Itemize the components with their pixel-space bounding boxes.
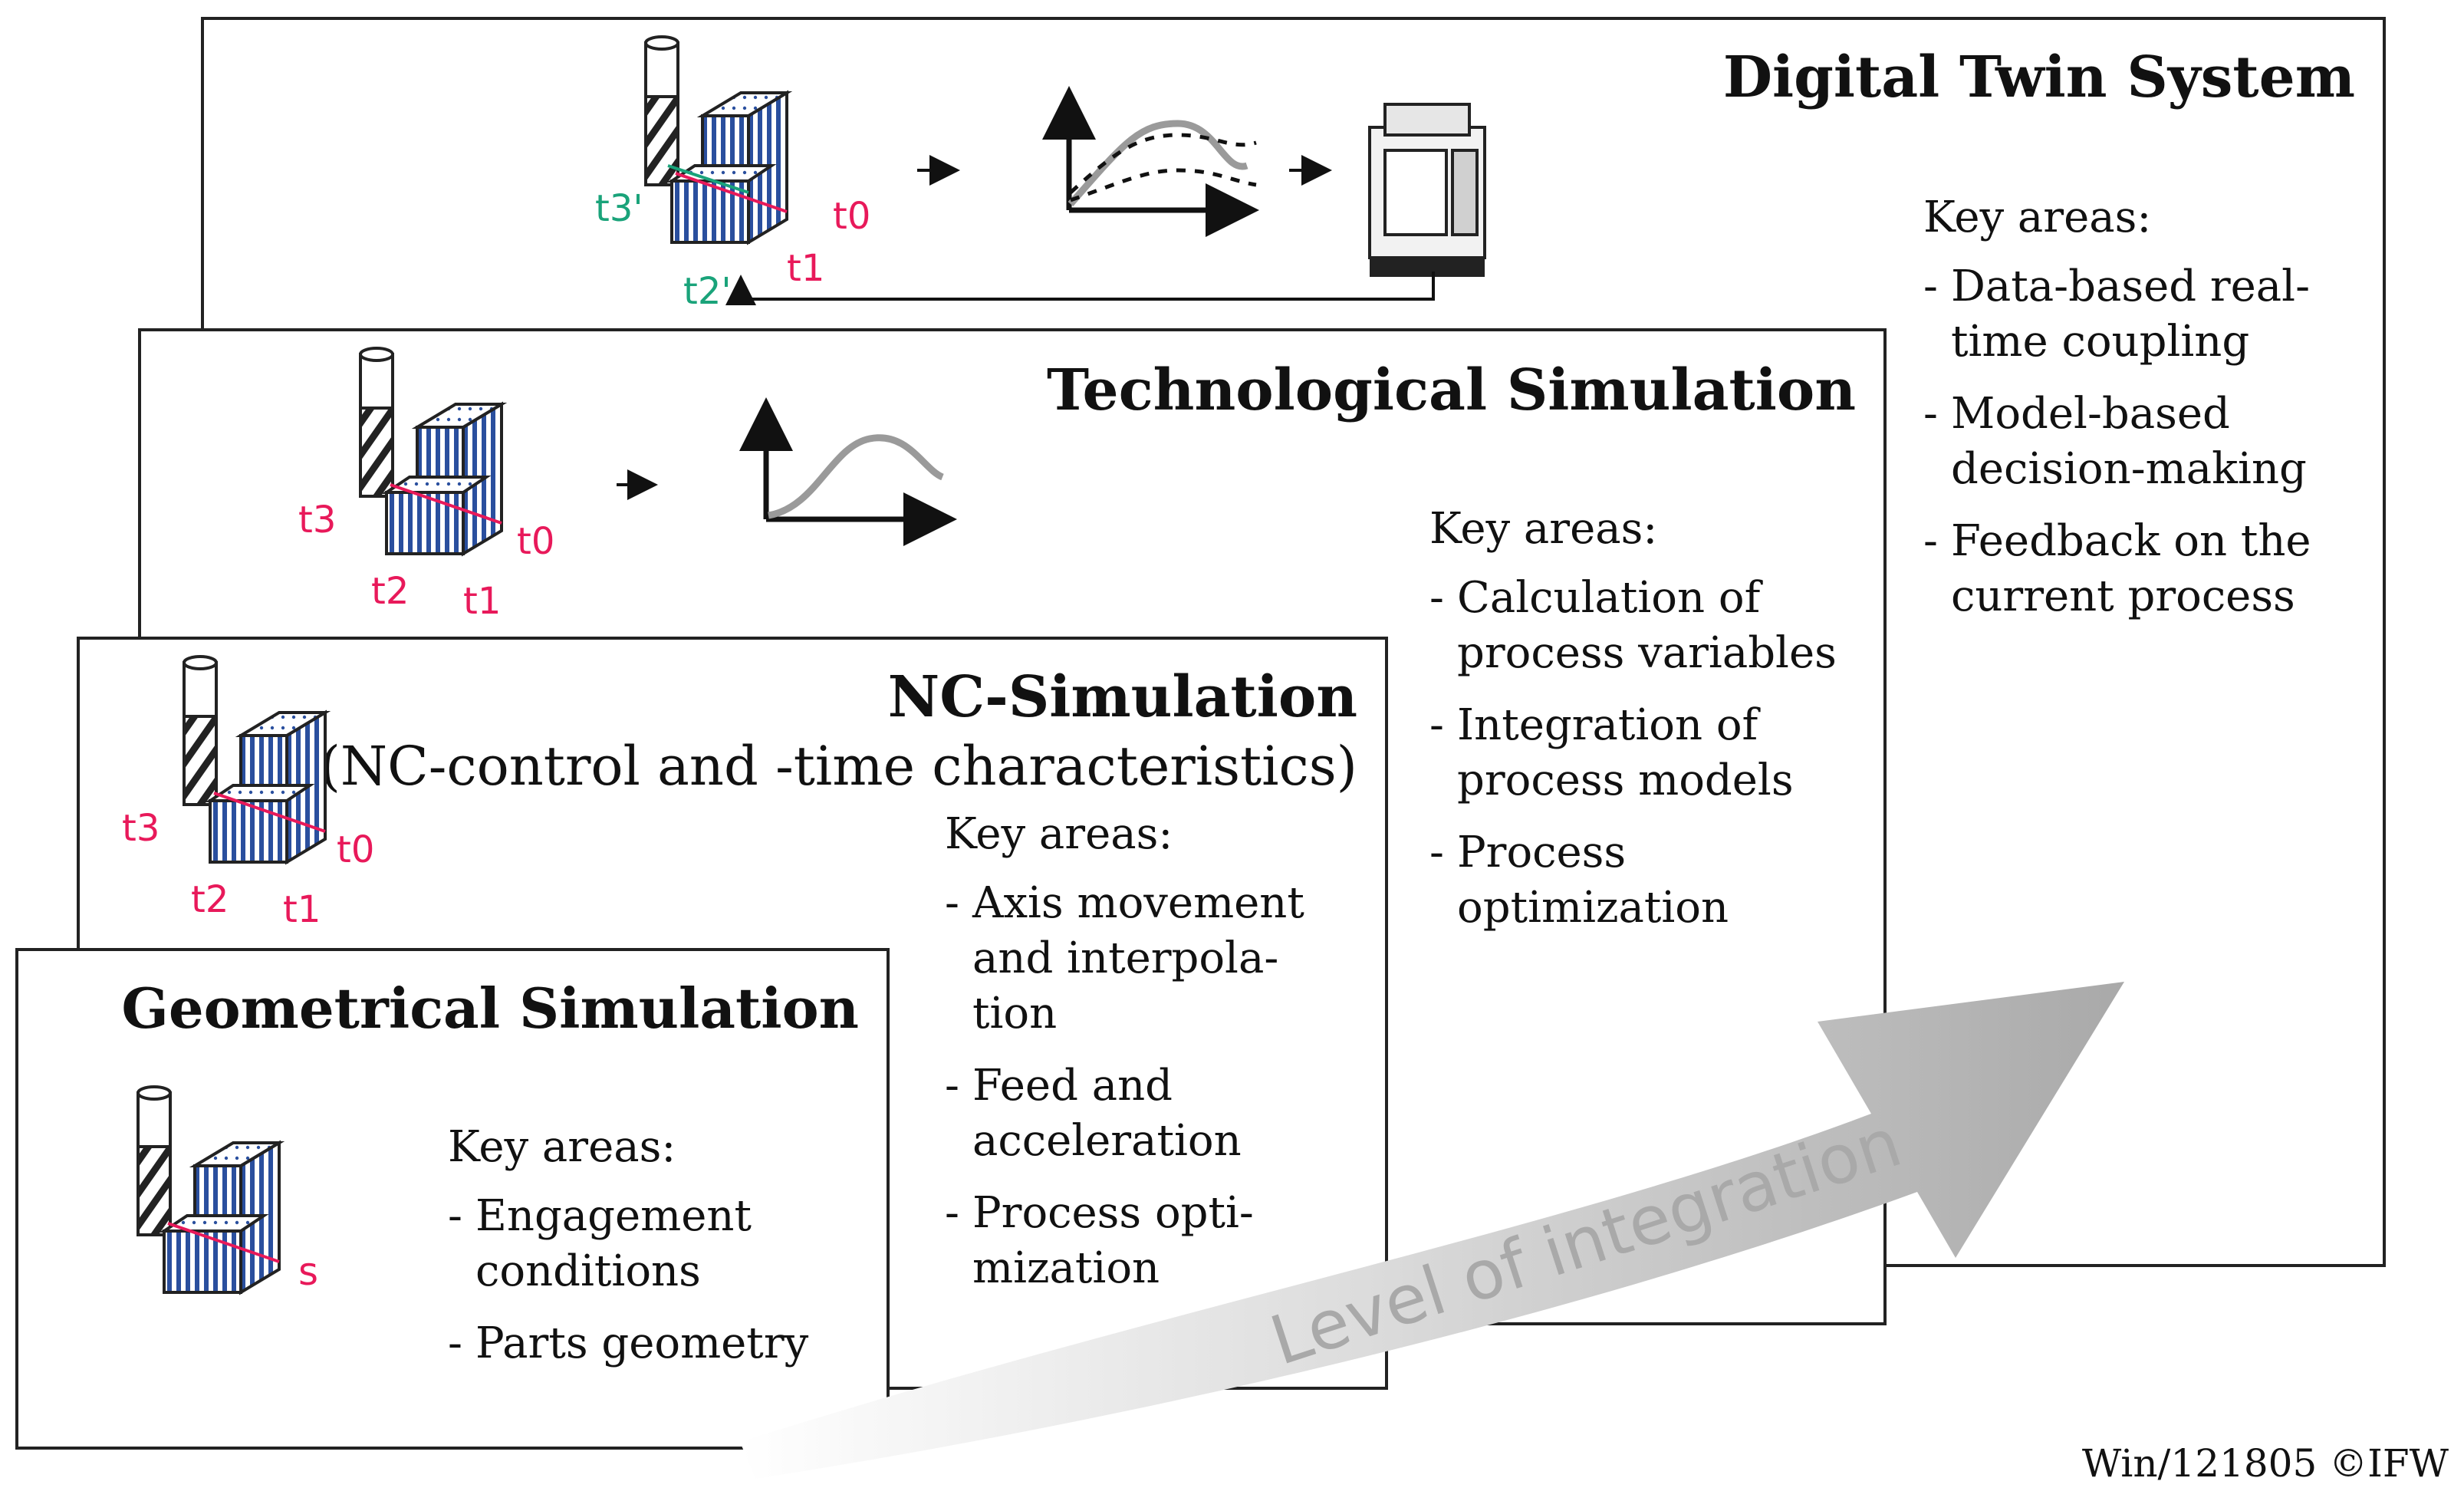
milling-workpiece-icon — [183, 655, 331, 865]
time-label: t0 — [517, 520, 554, 563]
path-label: s — [298, 1249, 318, 1294]
time-label: t2 — [191, 878, 229, 921]
geometrical-illustration: s — [137, 1085, 318, 1295]
key-areas-label: Key areas: — [448, 1122, 676, 1172]
milling-workpiece-icon — [644, 35, 793, 245]
nc-illustration: t3 t2 t1 t0 — [122, 655, 374, 931]
nc-simulation-title: NC-Simulation — [887, 664, 1357, 730]
digital-twin-illustration: t3' t2' t1 t0 — [595, 35, 1486, 313]
time-label: t0 — [337, 828, 374, 871]
key-areas-label: Key areas: — [1429, 504, 1658, 554]
machine-tool-icon — [1368, 103, 1486, 277]
process-graph-icon — [739, 397, 957, 546]
key-area-item: -Process opti-mization — [945, 1188, 1254, 1293]
process-graph-icon — [1042, 86, 1259, 237]
digital-twin-key-areas: Key areas: -Data-based real-time couplin… — [1923, 190, 2368, 641]
big-arrow-shape — [740, 982, 2124, 1479]
technological-illustration: t3 t2 t1 t0 — [298, 347, 957, 623]
geometrical-simulation-panel: Geometrical Simulation Key areas: -Engag… — [15, 948, 890, 1450]
key-area-item: -Parts geometry — [448, 1318, 809, 1368]
time-label: t1 — [463, 580, 501, 623]
key-areas-label: Key areas: — [945, 809, 1173, 859]
geometrical-simulation-title: Geometrical Simulation — [121, 976, 859, 1041]
time-label: t1 — [283, 888, 321, 931]
arrow-label: Level of integration — [1262, 1102, 1910, 1381]
time-label: t3' — [595, 187, 643, 230]
feedback-loop-line — [725, 272, 1435, 305]
time-label: t3 — [122, 807, 160, 850]
milling-workpiece-icon — [359, 347, 508, 557]
digital-twin-title: Digital Twin System — [1722, 44, 2355, 110]
key-areas-label: Key areas: — [1923, 193, 2152, 242]
key-area-item: -Data-based real-time coupling — [1923, 262, 2310, 367]
time-label: t2 — [371, 570, 409, 613]
time-label: t3 — [298, 499, 336, 541]
copyright-notice: Win/121805 ©IFW — [2081, 1441, 2449, 1486]
technological-simulation-title: Technological Simulation — [1046, 357, 1856, 423]
time-label: t0 — [833, 195, 870, 238]
time-label: t1 — [787, 247, 824, 290]
milling-workpiece-icon — [137, 1085, 285, 1295]
nc-simulation-subtitle: (NC-control and -time characteristics) — [319, 735, 1357, 798]
time-label: t2' — [683, 270, 732, 313]
